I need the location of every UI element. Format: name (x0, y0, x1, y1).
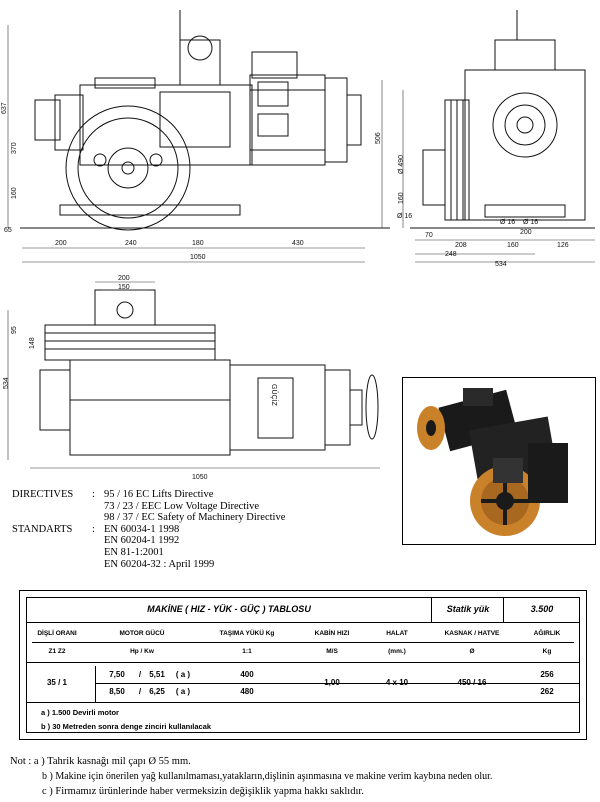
top-view-drawing: 200 150 95 148 534 1050 GÜÇİZ (3, 275, 380, 481)
rope-value: 4 x 10 (385, 678, 409, 687)
table-footnote-a: a ) 1.500 Devirli motor (41, 708, 119, 717)
machine-table: MAKİNE ( HIZ - YÜK - GÜÇ ) TABLOSU Stati… (19, 590, 587, 740)
dim-side-208: 208 (455, 242, 467, 249)
subheader-rope: (mm.) (388, 648, 406, 655)
specs-block: DIRECTIVES:95 / 16 EC Lifts Directive 73… (12, 489, 286, 570)
dim-front-240: 240 (125, 240, 137, 247)
col-header-rope: HALAT (386, 630, 408, 637)
directives-label: DIRECTIVES (12, 489, 74, 500)
table-footnote-b: b ) 30 Metreden sonra denge zinciri kull… (41, 722, 212, 731)
static-load-value: 3.500 (530, 604, 554, 614)
dim-front-200: 200 (55, 240, 67, 247)
subheader-ratio: Z1 Z2 (48, 648, 66, 655)
subheader-speed: M/S (326, 648, 338, 655)
dim-top-1050: 1050 (192, 474, 208, 481)
subheader-sheave: Ø (469, 648, 475, 655)
standarts-label: STANDARTS (12, 523, 73, 535)
table-row-note: ( a ) (175, 687, 191, 696)
dim-top-534: 534 (3, 377, 10, 389)
table-row-load: 400 (240, 670, 254, 679)
col-header-power: MOTOR GÜCÜ (119, 630, 165, 637)
dim-side-70: 70 (425, 232, 433, 239)
subheader-load: 1:1 (242, 648, 252, 655)
notes-label: Not : (10, 756, 32, 767)
note-item: c ) Firmamız ürünlerinde haber vermeksiz… (42, 786, 364, 797)
col-header-ratio: DİŞLİ ORANI (37, 630, 77, 637)
dim-side-126: 126 (557, 242, 569, 249)
table-row-note: ( a ) (175, 670, 191, 679)
dim-side-200: 200 (520, 229, 532, 236)
dim-front-160: 160 (11, 187, 18, 199)
dim-side-160-left: 160 (398, 192, 405, 204)
note-item: b ) Makine için önerilen yağ kullanılmam… (42, 771, 493, 782)
col-header-load: TAŞIMA YÜKÜ Kg (219, 630, 275, 637)
dim-front-total: 1050 (190, 254, 206, 261)
dim-side-160: 160 (507, 242, 519, 249)
side-view-drawing: Ø 16 70 208 160 126 248 534 Ø 490 160 Ø … (397, 10, 595, 268)
dim-top-200: 200 (118, 275, 130, 282)
subheader-power: Hp / Kw (130, 648, 154, 655)
ratio-value: 35 / 1 (46, 678, 67, 687)
col-header-sheave: KASNAK / HATVE (444, 630, 500, 637)
standart-item: EN 60034-1 1998 (104, 523, 180, 535)
dim-side-o16: Ø 16 (397, 213, 412, 220)
dim-top-95: 95 (11, 326, 18, 334)
dim-front-180: 180 (192, 240, 204, 247)
note-item: a ) Tahrik kasnağı mil çapı Ø 55 mm. (33, 756, 191, 767)
dim-front-370: 370 (11, 142, 18, 154)
directive-item: 95 / 16 EC Lifts Directive (104, 489, 214, 500)
table-row-hp: 8,50 (109, 687, 125, 696)
dim-side-534: 534 (495, 261, 507, 268)
dim-side-o16-a: Ø 16 (500, 219, 515, 226)
dim-front-506: 506 (375, 132, 382, 144)
table-row-load: 480 (240, 687, 254, 696)
table-row-weight: 262 (540, 687, 554, 696)
directive-item: 98 / 37 / EC Safety of Machinery Directi… (104, 512, 286, 524)
static-load-label: Statik yük (446, 604, 490, 614)
front-view-drawing: 200 240 180 430 1050 637 370 160 65 506 (1, 10, 390, 263)
notes-block: Not : a ) Tahrik kasnağı mil çapı Ø 55 m… (10, 754, 492, 799)
dim-top-150: 150 (118, 284, 130, 291)
standart-item: EN 81-1:2001 (104, 546, 164, 558)
table-row-kw: 6,25 (149, 687, 165, 696)
dim-front-637: 637 (1, 102, 8, 114)
col-header-speed: KABİN HIZI (314, 630, 350, 637)
speed-value: 1,00 (324, 678, 340, 687)
table-row-hp: 7,50 (109, 670, 125, 679)
table-row-weight: 256 (540, 670, 554, 679)
dim-side-248: 248 (445, 251, 457, 258)
col-header-weight: AĞIRLIK (533, 630, 561, 637)
dim-side-o16-b: Ø 16 (523, 219, 538, 226)
motor-nameplate: GÜÇİZ (270, 384, 279, 407)
standart-item: EN 60204-1 1992 (104, 535, 180, 547)
dim-side-o490: Ø 490 (398, 155, 405, 174)
sheave-value: 450 / 16 (457, 678, 487, 687)
table-title: MAKİNE ( HIZ - YÜK - GÜÇ ) TABLOSU (147, 604, 311, 614)
standart-item: EN 60204-32 : April 1999 (104, 558, 215, 570)
subheader-weight: Kg (542, 648, 552, 655)
dim-front-65: 65 (4, 227, 12, 234)
dim-front-430: 430 (292, 240, 304, 247)
machine-photo (402, 377, 596, 545)
dim-top-148: 148 (29, 337, 36, 349)
table-row-kw: 5,51 (149, 670, 165, 679)
directive-item: 73 / 23 / EEC Low Voltage Directive (104, 500, 260, 512)
